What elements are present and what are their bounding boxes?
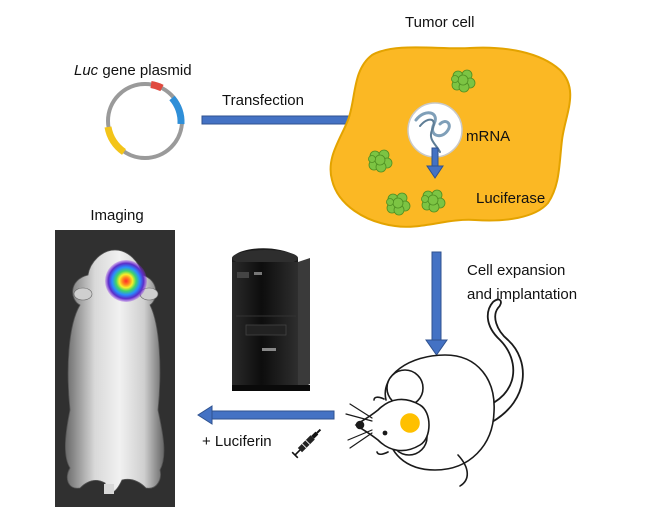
mrna-strand-icon xyxy=(414,111,451,153)
plasmid-ring-icon xyxy=(104,81,185,160)
syringe-icon xyxy=(291,428,322,459)
cell-expansion-label: Cell expansion and implantation xyxy=(467,262,578,303)
imaging-label: Imaging xyxy=(90,207,144,224)
plasmid-label-suffix: gene plasmid xyxy=(98,62,192,79)
plasmid-gene-name: Luc xyxy=(74,62,99,79)
translation-arrow xyxy=(426,147,444,179)
expansion-arrow xyxy=(425,251,448,356)
plasmid-label: Luc gene plasmid xyxy=(74,62,192,80)
tumor-cell-label: Tumor cell xyxy=(405,14,475,31)
imaging-photo xyxy=(55,230,175,507)
bioluminescence-hotspot-icon xyxy=(105,260,147,302)
luciferase-label: Luciferase xyxy=(476,190,546,207)
luciferin-arrow xyxy=(197,405,335,425)
transfection-label: Transfection xyxy=(222,92,304,109)
ivis-imager-icon xyxy=(232,248,310,391)
cartoon-mouse-icon xyxy=(345,298,524,487)
luciferin-label: + Luciferin xyxy=(202,433,272,450)
mrna-label: mRNA xyxy=(466,128,511,145)
